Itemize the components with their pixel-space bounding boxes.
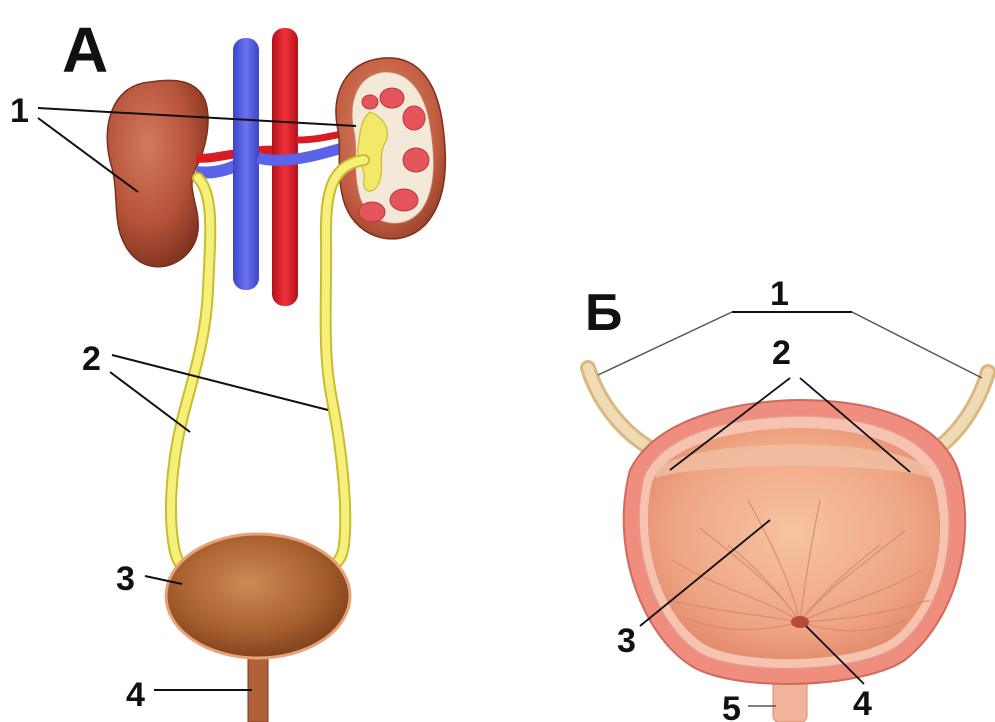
left-ligament-inner bbox=[588, 368, 650, 448]
label-a-2: 2 bbox=[82, 340, 101, 378]
panel-a-title: А bbox=[62, 14, 108, 86]
panel-b-title: Б bbox=[585, 284, 622, 342]
label-a-1: 1 bbox=[10, 92, 29, 130]
label-b-1: 1 bbox=[770, 275, 789, 313]
aorta bbox=[272, 28, 298, 306]
label-b-5: 5 bbox=[722, 690, 741, 722]
label-a-3: 3 bbox=[116, 560, 135, 598]
inferior-vena-cava bbox=[233, 38, 259, 290]
label-b-2: 2 bbox=[772, 334, 791, 372]
urinary-bladder bbox=[166, 534, 350, 658]
leader-a-2-right bbox=[112, 355, 328, 410]
panel-b: Б 1 bbox=[585, 275, 988, 722]
left-kidney bbox=[107, 80, 208, 266]
leader-b-1-right bbox=[852, 312, 982, 378]
label-b-3: 3 bbox=[617, 622, 636, 660]
label-a-4: 4 bbox=[126, 676, 145, 714]
panel-a: А 1 bbox=[10, 14, 445, 722]
leader-a-2-left bbox=[110, 372, 190, 432]
label-b-4: 4 bbox=[853, 685, 872, 722]
